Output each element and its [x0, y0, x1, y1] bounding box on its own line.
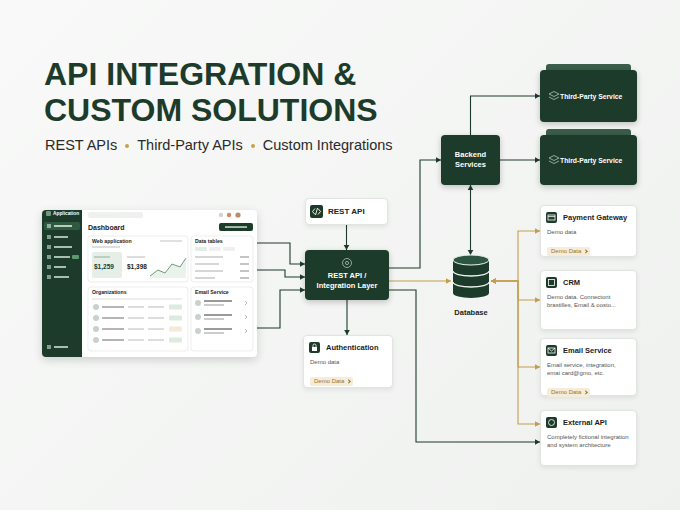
connector	[389, 278, 451, 284]
database-body	[453, 260, 489, 298]
mockup-text: Email Service	[195, 290, 229, 295]
connector	[257, 243, 305, 267]
connector-line	[491, 231, 540, 281]
arrow-head	[491, 278, 496, 284]
connector-line	[257, 270, 305, 277]
third-party-box: Third-Party Service	[540, 135, 637, 185]
connector	[491, 278, 540, 427]
separator-dot	[125, 144, 129, 148]
connector	[491, 228, 540, 284]
node-text: Demo data. Connectont brastilles, Email …	[547, 293, 630, 309]
mockup-text: Organizations	[92, 290, 127, 295]
service-card: Email ServiceEmail service, integration,…	[540, 338, 637, 396]
subtitle-row: REST APIs Third-Party APIs Custom Integrat…	[45, 137, 393, 154]
connector-line	[257, 290, 305, 328]
connector	[500, 157, 540, 163]
node-text: Demo data	[547, 228, 630, 236]
demo-chip: Demo Data	[547, 388, 590, 397]
node-text: Email service, integration, emai card@gm…	[547, 361, 630, 377]
connector-line	[500, 159, 540, 160]
connector-line	[389, 290, 540, 442]
connector	[344, 300, 350, 335]
connector	[389, 290, 540, 445]
third-party-box: Third-Party Service	[540, 70, 637, 122]
node-text: Authentication	[310, 343, 386, 353]
mockup-text: Data tables	[195, 239, 223, 244]
database-node: Database	[451, 255, 491, 318]
connector-line	[346, 225, 347, 250]
connector-line	[491, 281, 540, 300]
database-top	[453, 255, 489, 265]
node-text: Dashboard	[88, 223, 125, 232]
connector	[491, 278, 540, 370]
demo-chip: Demo Data	[547, 247, 590, 256]
connector	[491, 278, 540, 303]
connector	[389, 157, 441, 268]
subtitle-item: Third-Party APIs	[137, 137, 243, 154]
arrow-head	[491, 278, 496, 284]
node-text: Third-Party Service	[560, 156, 622, 165]
connector-line	[346, 300, 347, 335]
connector-line	[491, 281, 540, 367]
backend-box: Backend Services	[441, 135, 500, 185]
service-card: AuthenticationDemo dataDemo Data	[303, 335, 393, 388]
node-text: CRM	[547, 278, 630, 288]
connector	[471, 93, 541, 135]
api-box: REST API	[305, 198, 388, 225]
mockup-text: Application	[53, 212, 79, 217]
subtitle-item: REST APIs	[45, 137, 117, 154]
connector	[257, 270, 305, 280]
node-text: Completely fictional integration and sys…	[547, 433, 630, 449]
node-text: External API	[547, 418, 630, 428]
mockup-text: Web application	[92, 239, 132, 244]
connector-line	[257, 243, 305, 264]
connector	[257, 287, 305, 328]
integration-box: REST API / Integration Layer	[305, 250, 389, 300]
node-text: Demo data	[310, 358, 386, 366]
node-text: Payment Gateway	[547, 213, 630, 223]
arrow-head	[468, 250, 474, 255]
node-text: Backend Services	[445, 150, 496, 170]
mockup-text: $1,259	[94, 264, 114, 271]
connector-line	[389, 160, 441, 268]
arrow-head	[446, 278, 451, 284]
mockup-text: $1,398	[127, 264, 147, 271]
node-text: Email Service	[547, 346, 630, 356]
node-text: Third-Party Service	[560, 92, 622, 101]
service-card: CRM Demo data. Connectont brastilles, Ema…	[540, 270, 637, 330]
dashboard-panel: Dashboard	[42, 210, 257, 357]
separator-dot	[251, 144, 255, 148]
arrow-head	[468, 185, 474, 190]
subtitle-item: Custom Integrations	[263, 137, 393, 154]
service-card: Payment GatewayDemo dataDemo Data	[540, 205, 637, 257]
service-card: External API Completely fictional integra…	[540, 410, 637, 466]
node-text: Database	[454, 308, 487, 318]
demo-chip: Demo Data	[310, 377, 353, 386]
connector-line	[389, 280, 451, 281]
connector-line	[471, 96, 541, 135]
title: API INTEGRATION & CUSTOM SOLUTIONS	[44, 56, 404, 128]
connector	[344, 225, 350, 250]
database-band	[453, 271, 489, 287]
arrow-head	[491, 278, 496, 284]
connector	[468, 185, 474, 255]
node-text: REST API / Integration Layer	[309, 271, 385, 291]
connector-line	[470, 185, 471, 255]
arrow-head	[491, 278, 496, 284]
node-text: REST API	[328, 207, 365, 217]
connector-line	[491, 281, 540, 424]
